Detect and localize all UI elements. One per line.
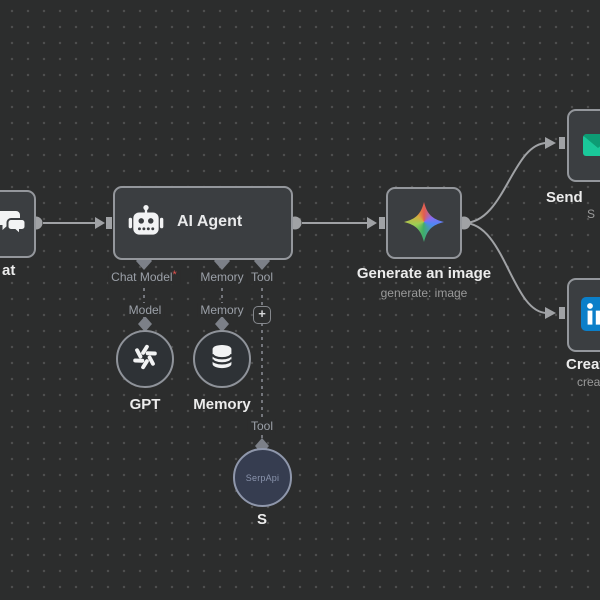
gpt-node-label: GPT xyxy=(129,396,161,413)
chat-node-label: at xyxy=(2,262,16,279)
required-asterisk: * xyxy=(172,269,177,281)
add-tool-button[interactable]: + xyxy=(253,306,271,324)
serpapi-node[interactable]: SerpApi xyxy=(233,448,292,507)
generate-input-endpoint[interactable] xyxy=(379,217,385,229)
wire-generate-to-create[interactable] xyxy=(463,222,548,314)
port-label-memory: Memory xyxy=(197,270,247,284)
tool-connection-label: Tool xyxy=(247,419,277,433)
send-input-endpoint[interactable] xyxy=(559,137,565,149)
gpt-top-port-diamond[interactable] xyxy=(138,316,152,332)
arrow-into-agent xyxy=(95,217,105,229)
create-input-endpoint[interactable] xyxy=(559,307,565,319)
generate-image-subtitle: generate: image xyxy=(380,286,468,300)
arrow-into-send xyxy=(545,137,556,149)
agent-input-endpoint[interactable] xyxy=(106,217,112,229)
wire-generate-to-send[interactable] xyxy=(463,142,548,224)
port-label-chat-model: Chat Model* xyxy=(108,270,180,284)
serpapi-circle-icon: SerpApi xyxy=(245,472,280,483)
robot-icon xyxy=(127,204,165,242)
model-connection-label: Model xyxy=(125,303,165,317)
create-node-label: Create xyxy=(566,356,600,373)
memory-node-label: Memory xyxy=(193,396,251,413)
chat-model-port-text: Chat Model xyxy=(111,270,173,284)
arrow-into-create xyxy=(545,307,556,319)
generate-image-label: Generate an image xyxy=(356,265,492,282)
chat-bubbles-icon xyxy=(0,206,29,238)
gpt-node[interactable] xyxy=(116,330,174,388)
send-node-subtitle: S xyxy=(587,207,596,221)
memory-node[interactable] xyxy=(193,330,251,388)
send-node-label: Send xyxy=(546,189,583,206)
memory-top-port-diamond[interactable] xyxy=(215,316,229,332)
openai-icon xyxy=(128,340,162,379)
serpapi-node-label: S xyxy=(256,511,268,528)
arrow-into-generate xyxy=(367,217,377,229)
port-label-tool: Tool xyxy=(247,270,277,284)
database-icon xyxy=(206,341,238,378)
linkedin-icon xyxy=(580,296,600,332)
ai-agent-title: AI Agent xyxy=(177,213,243,230)
create-node-subtitle: creat xyxy=(577,375,600,389)
memory-connection-label: Memory xyxy=(197,303,247,317)
plus-icon: + xyxy=(258,306,266,321)
envelope-icon xyxy=(580,127,600,163)
